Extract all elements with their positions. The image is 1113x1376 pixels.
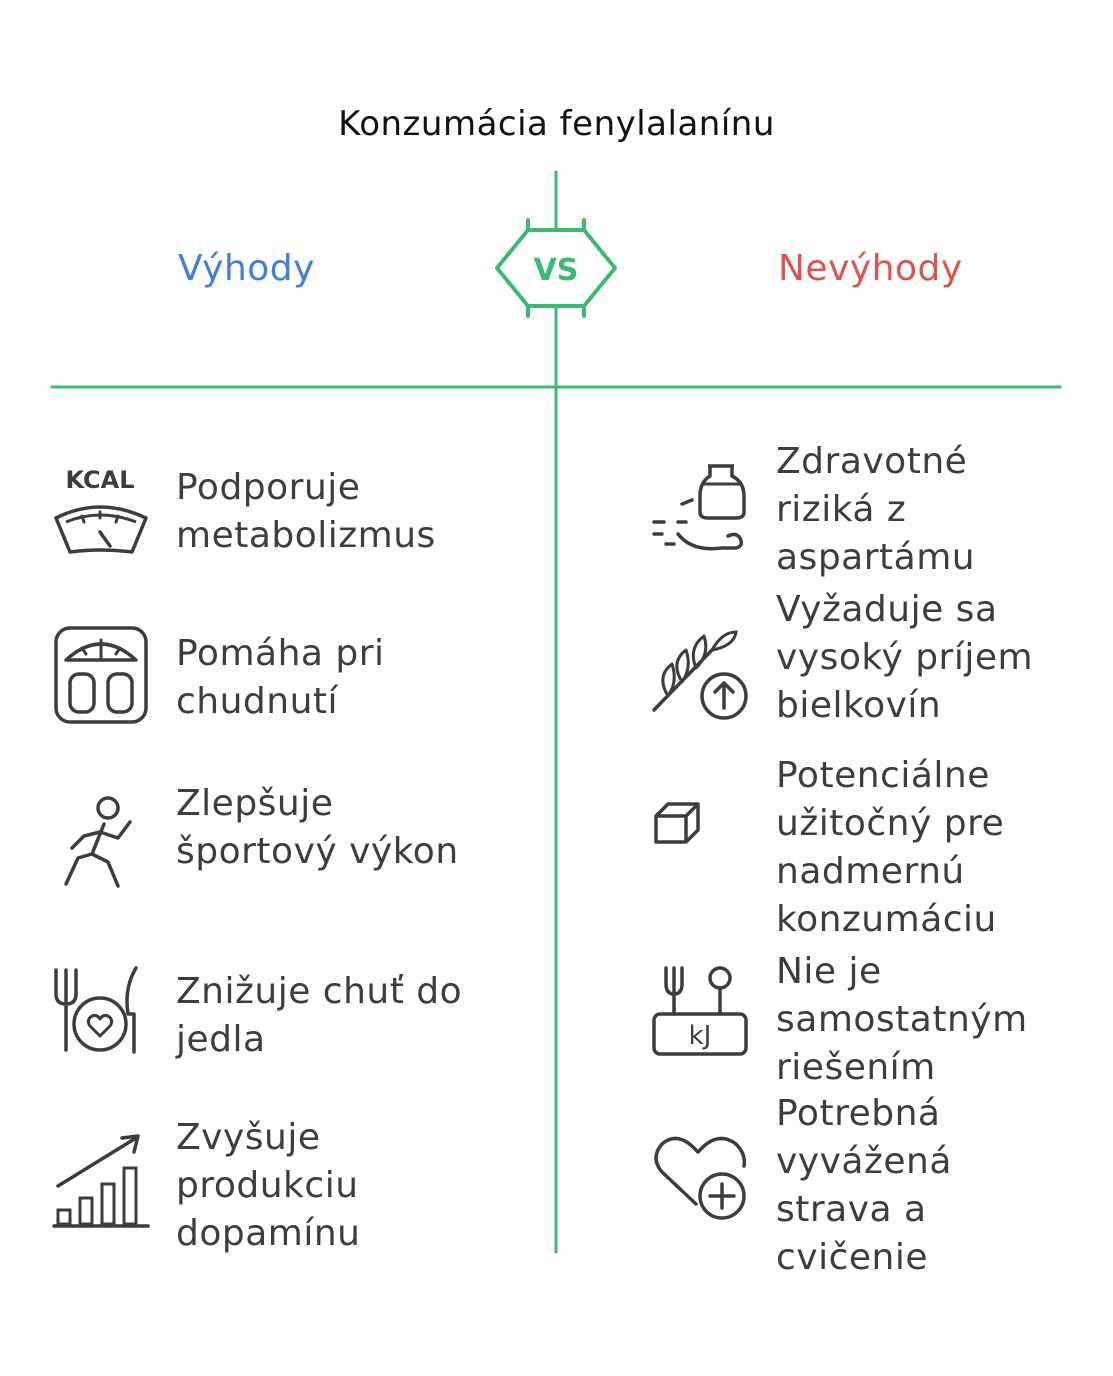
pros-item-text: Zvyšuje produkciu dopamínu <box>176 1117 361 1254</box>
growth-chart-icon <box>52 1134 150 1228</box>
pros-heading: Výhody <box>178 248 315 289</box>
page-title: Konzumácia fenylalanínu <box>338 104 775 144</box>
bathroom-scale-icon <box>54 626 148 724</box>
cons-item-text: Vyžaduje sa vysoký príjem bielkovín <box>776 589 1034 726</box>
vs-label: VS <box>534 253 579 288</box>
cons-item-text: Potrebná vyvážená strava a cvičenie <box>776 1093 952 1278</box>
cons-item-text: Zdravotné riziká z aspartámu <box>776 441 976 578</box>
cons-item-text: Nie je samostatným riešením <box>776 951 1028 1088</box>
milk-bottle-icon <box>652 464 746 551</box>
kcal-icon-text: KCAL <box>66 466 135 494</box>
cube-icon <box>654 802 700 844</box>
kj-sign-icon: kJ <box>652 966 748 1056</box>
cons-heading: Nevýhody <box>778 248 963 289</box>
pros-item-text: Zlepšuje športový výkon <box>176 783 459 872</box>
pros-item-text: Znižuje chuť do jedla <box>176 971 463 1060</box>
cons-item-text: Potenciálne užitočný pre nadmernú konzum… <box>776 755 1005 940</box>
kcal-scale-icon: KCAL <box>54 466 148 554</box>
pros-item-text: Pomáha pri chudnutí <box>176 633 385 722</box>
wheat-arrow-up-icon <box>652 630 748 720</box>
kj-icon-text: kJ <box>689 1021 712 1051</box>
vs-badge: VS <box>495 218 617 318</box>
plate-heart-icon <box>54 966 138 1054</box>
heart-plus-icon <box>654 1136 747 1220</box>
pros-item-text: Podporuje metabolizmus <box>176 467 436 556</box>
running-person-icon <box>64 796 132 888</box>
